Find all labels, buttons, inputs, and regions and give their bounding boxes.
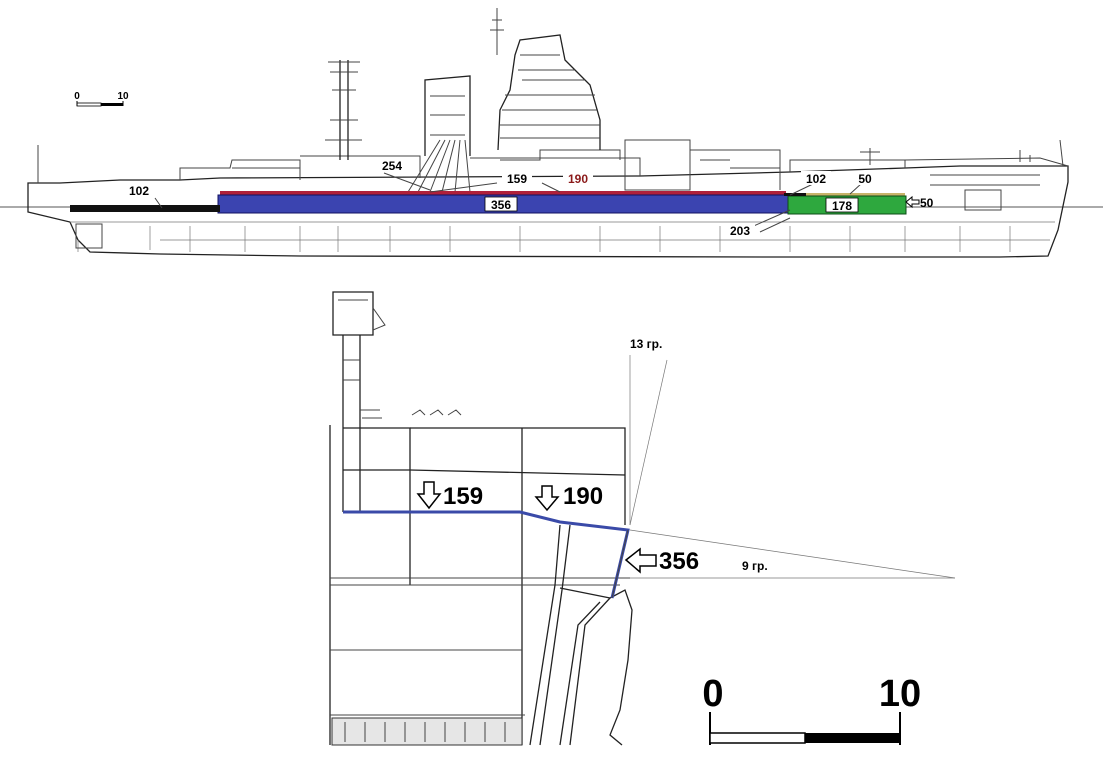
arrow-left-icon — [905, 195, 920, 209]
hull-outline — [27, 165, 1069, 258]
profile-scale-bar: 0 10 — [74, 91, 129, 107]
label-aft-belt: 102 — [129, 184, 149, 198]
label-fwd-belt: 178 — [832, 199, 852, 213]
label-main-belt: 356 — [491, 198, 511, 212]
label-deck-inner: 159 — [443, 483, 483, 510]
label-deck-angle: 9 гр. — [742, 559, 768, 573]
fwd-upper-band — [790, 193, 905, 197]
label-deck-outer: 190 — [568, 172, 588, 186]
label-deck-outer-section: 190 — [563, 483, 603, 510]
arrow-down-icon-outer — [534, 485, 560, 512]
label-fwd-bulkhead: 50 — [920, 196, 934, 210]
arrow-down-icon-inner — [416, 481, 442, 510]
label-deck-mid: 159 — [507, 172, 527, 186]
label-barbette: 254 — [382, 159, 402, 173]
ship-profile: 102 254 159 190 356 102 50 178 50 203 0 … — [0, 8, 1103, 258]
cross-section: 13 гр. 9 гр. 159 190 356 0 10 — [329, 291, 956, 746]
aft-belt-band — [70, 205, 220, 212]
arrow-left-icon-belt — [624, 547, 657, 574]
deck-armor-band — [220, 191, 786, 195]
svg-text:0: 0 — [74, 91, 80, 102]
label-fwd-upper: 50 — [858, 172, 872, 186]
label-fwd-deck: 102 — [806, 172, 826, 186]
label-belt-section: 356 — [659, 548, 699, 575]
label-lower-belt: 203 — [730, 224, 750, 238]
svg-text:10: 10 — [117, 91, 129, 102]
section-scale-bar: 0 10 — [702, 673, 921, 745]
svg-text:0: 0 — [702, 673, 723, 715]
svg-text:10: 10 — [879, 673, 921, 715]
label-belt-angle: 13 гр. — [630, 337, 662, 351]
